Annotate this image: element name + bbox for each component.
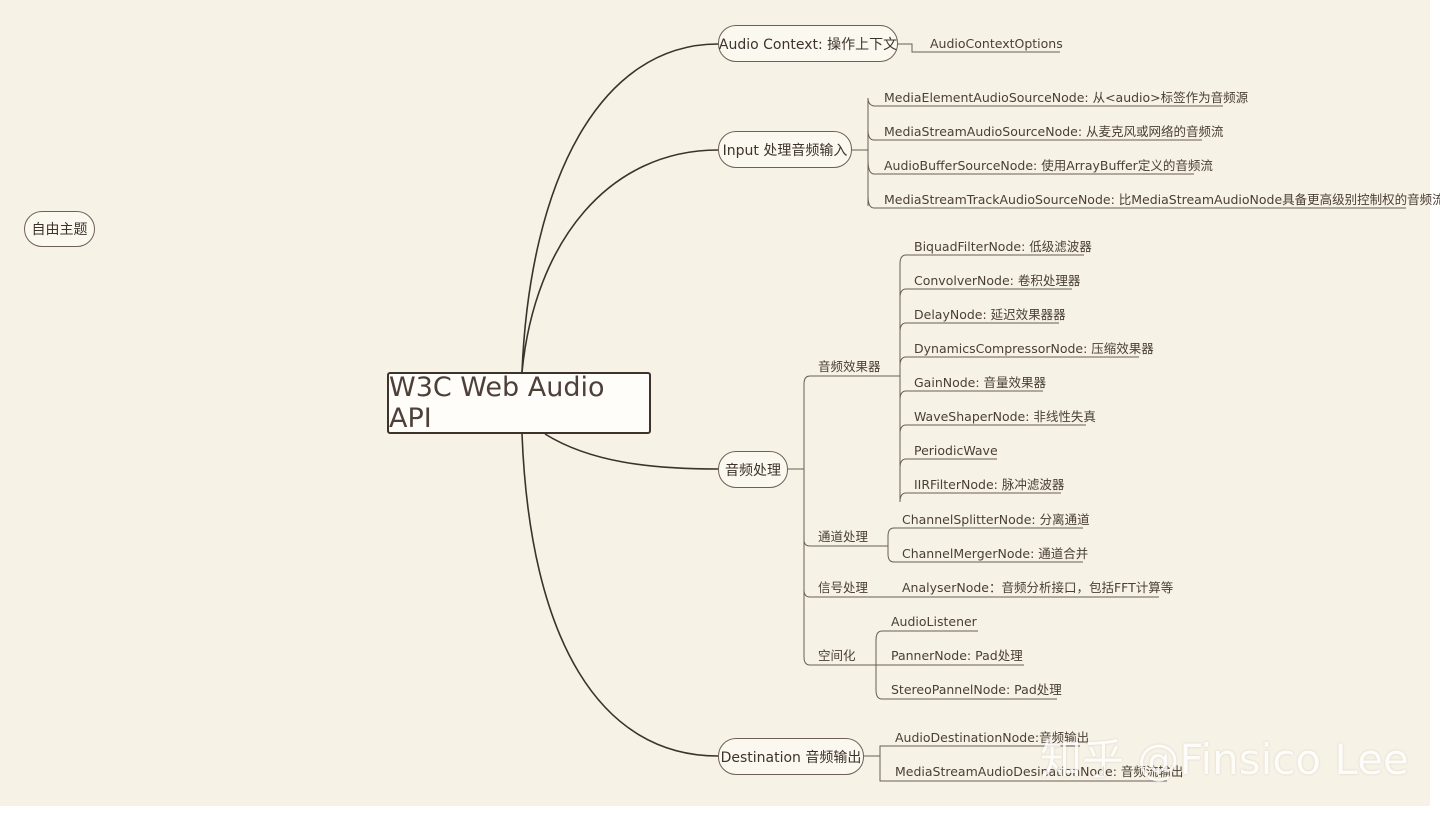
node-waveshaper[interactable]: WaveShaperNode: 非线性失真 xyxy=(914,409,1096,424)
branch-input[interactable]: Input 处理音频输入 xyxy=(718,131,852,168)
group-signal[interactable]: 信号处理 xyxy=(818,580,869,595)
node-channelsplitter[interactable]: ChannelSplitterNode: 分离通道 xyxy=(902,512,1090,527)
node-iirfilter[interactable]: IIRFilterNode: 脉冲滤波器 xyxy=(914,477,1065,492)
central-topic[interactable]: W3C Web Audio API xyxy=(387,372,651,434)
node-mediastreamaudiosource[interactable]: MediaStreamAudioSourceNode: 从麦克风或网络的音频流 xyxy=(884,124,1224,139)
node-audiocontextoptions[interactable]: AudioContextOptions xyxy=(930,36,1063,51)
node-audiolistener[interactable]: AudioListener xyxy=(891,614,977,629)
node-convolver[interactable]: ConvolverNode: 卷积处理器 xyxy=(914,273,1081,288)
node-biquadfilter[interactable]: BiquadFilterNode: 低级滤波器 xyxy=(914,239,1092,254)
node-mediaelementaudiosource[interactable]: MediaElementAudioSourceNode: 从<audio>标签作… xyxy=(884,90,1249,105)
node-panner[interactable]: PannerNode: Pad处理 xyxy=(891,648,1023,663)
group-channel[interactable]: 通道处理 xyxy=(818,529,869,544)
node-analyser[interactable]: AnalyserNode：音频分析接口，包括FFT计算等 xyxy=(902,580,1174,595)
node-stereopanner[interactable]: StereoPannelNode: Pad处理 xyxy=(891,682,1062,697)
watermark: 知乎 @Finsico Lee xyxy=(1040,735,1409,784)
floating-topic[interactable]: 自由主题 xyxy=(24,211,95,247)
node-audiodestination[interactable]: AudioDestinationNode:音频输出 xyxy=(895,730,1090,745)
node-mediastreamtrackaudiosource[interactable]: MediaStreamTrackAudioSourceNode: 比MediaS… xyxy=(884,192,1440,207)
node-gain[interactable]: GainNode: 音量效果器 xyxy=(914,375,1047,390)
group-effects[interactable]: 音频效果器 xyxy=(818,359,881,374)
group-spatial[interactable]: 空间化 xyxy=(818,648,856,663)
node-channelmerger[interactable]: ChannelMergerNode: 通道合并 xyxy=(902,546,1089,561)
node-mediastreamaudiodestination[interactable]: MediaStreamAudioDesinationNode: 音频流输出 xyxy=(895,764,1184,779)
node-dynamicscompressor[interactable]: DynamicsCompressorNode: 压缩效果器 xyxy=(914,341,1154,356)
node-audiobuffersource[interactable]: AudioBufferSourceNode: 使用ArrayBuffer定义的音… xyxy=(884,158,1213,173)
node-delay[interactable]: DelayNode: 延迟效果器器 xyxy=(914,307,1066,322)
branch-processing[interactable]: 音频处理 xyxy=(718,451,788,488)
node-periodicwave[interactable]: PeriodicWave xyxy=(914,443,998,458)
branch-destination[interactable]: Destination 音频输出 xyxy=(718,738,864,775)
branch-audio-context[interactable]: Audio Context: 操作上下文 xyxy=(718,25,898,62)
